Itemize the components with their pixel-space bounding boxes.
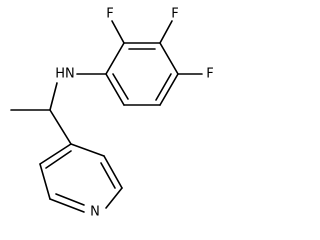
bond-c6-c1: [105, 73, 125, 106]
bond-n-p6-inner: [55, 193, 85, 206]
bond-c4-c5: [159, 73, 179, 106]
bond-p2-n: [105, 187, 123, 209]
fluorine-label-ortho: F: [106, 7, 113, 22]
trifluorophenyl-ring: [105, 42, 179, 106]
bond-p3-p2-inner: [100, 162, 116, 189]
amine-linker: [10, 73, 107, 145]
pyridine-ring: [39, 143, 123, 213]
bond-n-ch: [49, 82, 58, 111]
bond-p5-p4-inner: [45, 150, 72, 169]
bond-c3-c4: [159, 42, 179, 75]
molecule-structure: F F F HN N: [10, 7, 214, 220]
bond-c6-c1-inner: [112, 73, 129, 100]
bond-p6-p5: [39, 163, 51, 200]
fluorine-label-para: F: [206, 67, 213, 82]
bond-n-p6: [49, 198, 85, 213]
bond-c1-c2: [105, 42, 125, 75]
bond-c3-f: [159, 20, 173, 44]
bond-c2-f: [111, 20, 125, 44]
fluorine-label-meta: F: [171, 7, 178, 22]
bond-p3-p2: [103, 155, 123, 189]
bond-ch-pyridine: [49, 109, 72, 145]
bond-c4-c5-inner: [155, 73, 172, 101]
bond-p4-p3: [70, 143, 105, 157]
fluorine-bonds: [111, 20, 203, 75]
pyridine-nitrogen-label: N: [90, 205, 100, 220]
amine-label: HN: [55, 67, 75, 82]
bond-p5-p4: [39, 143, 72, 165]
